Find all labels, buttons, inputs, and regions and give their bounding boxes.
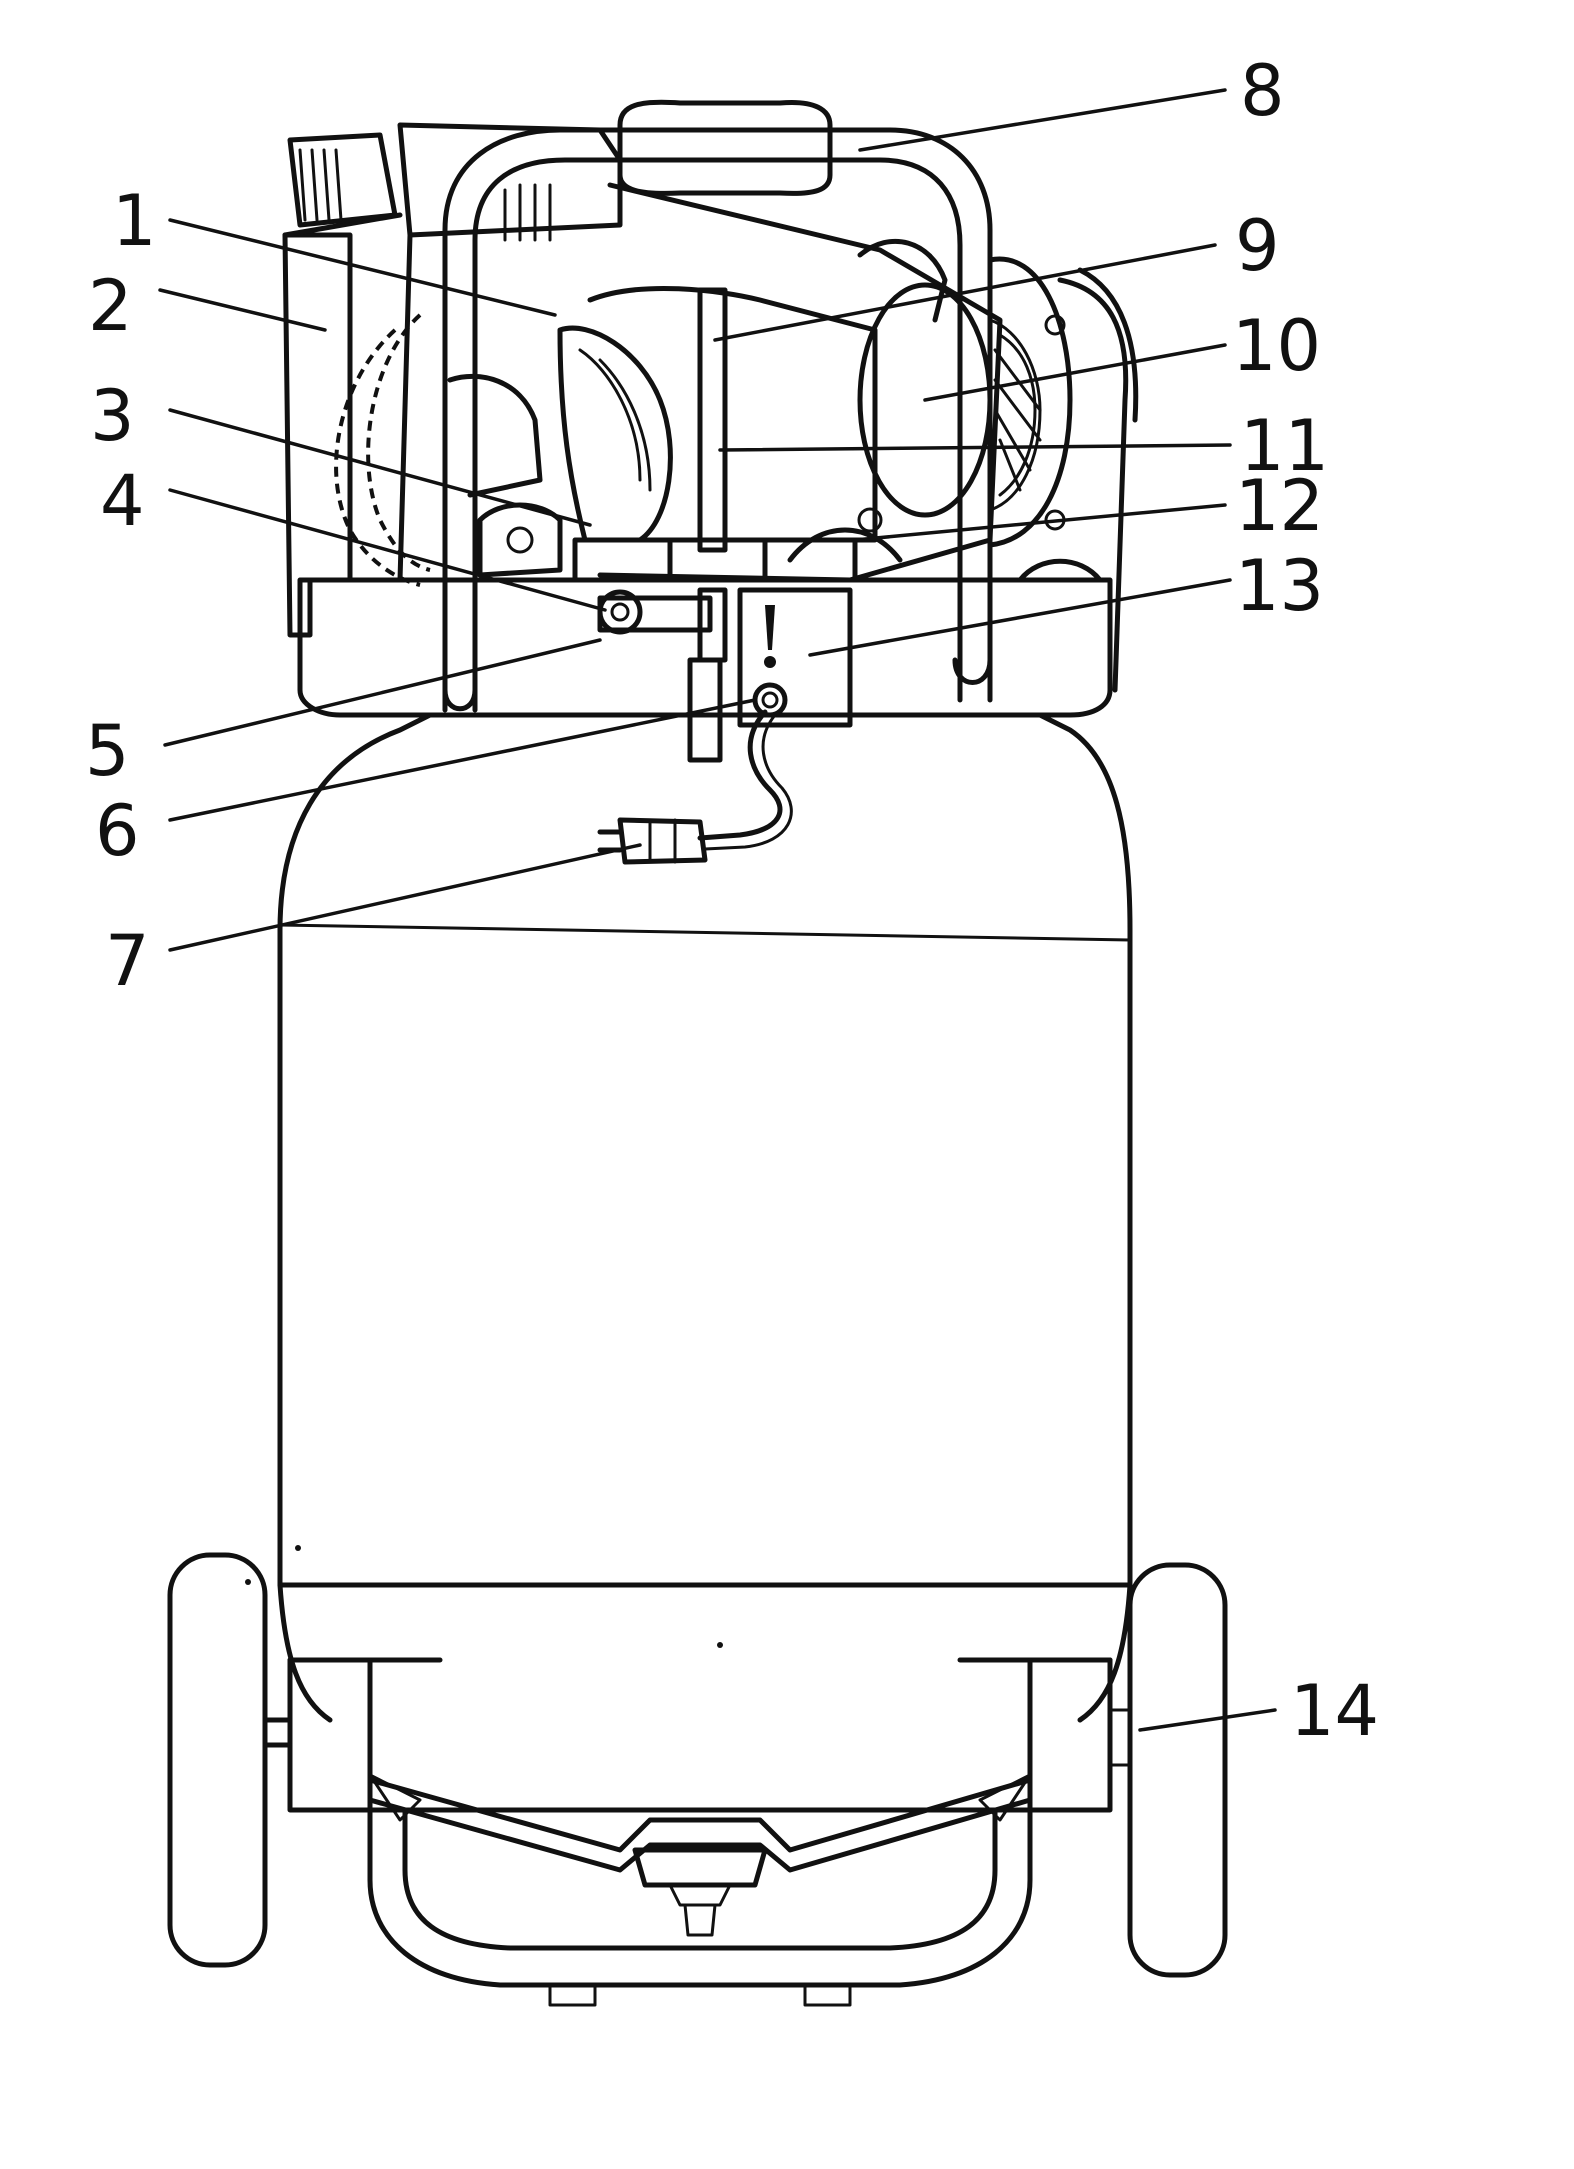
callout-13: 13 [1235,545,1324,627]
leader-6 [168,698,757,822]
callout-10: 10 [1232,305,1321,387]
callout-12: 12 [1235,465,1324,547]
flywheel [334,313,431,587]
compressor-pump [397,122,673,583]
leader-12 [853,503,1227,542]
leader-1 [168,218,557,317]
control-manifold [572,537,858,763]
callout-5: 5 [85,710,130,792]
callout-11: 11 [1240,405,1329,487]
leader-11 [718,443,1232,452]
pump-shroud-base [282,132,1139,718]
leader-13 [808,578,1232,657]
leader-4 [168,488,607,612]
callout-7: 7 [105,920,150,1002]
leader-2 [158,288,327,332]
base-cradle [287,1657,1113,2007]
right-wheel [1108,1562,1228,1978]
leader-lines [158,88,1277,1732]
leader-7 [168,843,642,952]
callout-6: 6 [95,790,140,872]
leader-8 [858,88,1227,152]
leader-14 [1138,1708,1277,1732]
air-tank [277,712,1133,1723]
discharge-tube [697,287,728,553]
callout-8: 8 [1240,50,1285,132]
carry-handle [442,99,993,713]
left-wheel [167,1552,293,1968]
leader-10 [923,343,1227,402]
callout-1: 1 [112,180,157,262]
leader-9 [713,243,1217,342]
callout-2: 2 [88,265,133,347]
callout-numbers: 1 2 3 4 5 6 7 8 9 10 11 12 13 14 [85,50,1379,1752]
leader-5 [163,638,602,747]
callout-4: 4 [100,460,145,542]
callout-9: 9 [1235,205,1280,287]
power-cord [597,709,793,865]
leader-3 [168,408,592,527]
callout-14: 14 [1290,1670,1379,1752]
callout-3: 3 [90,375,135,457]
